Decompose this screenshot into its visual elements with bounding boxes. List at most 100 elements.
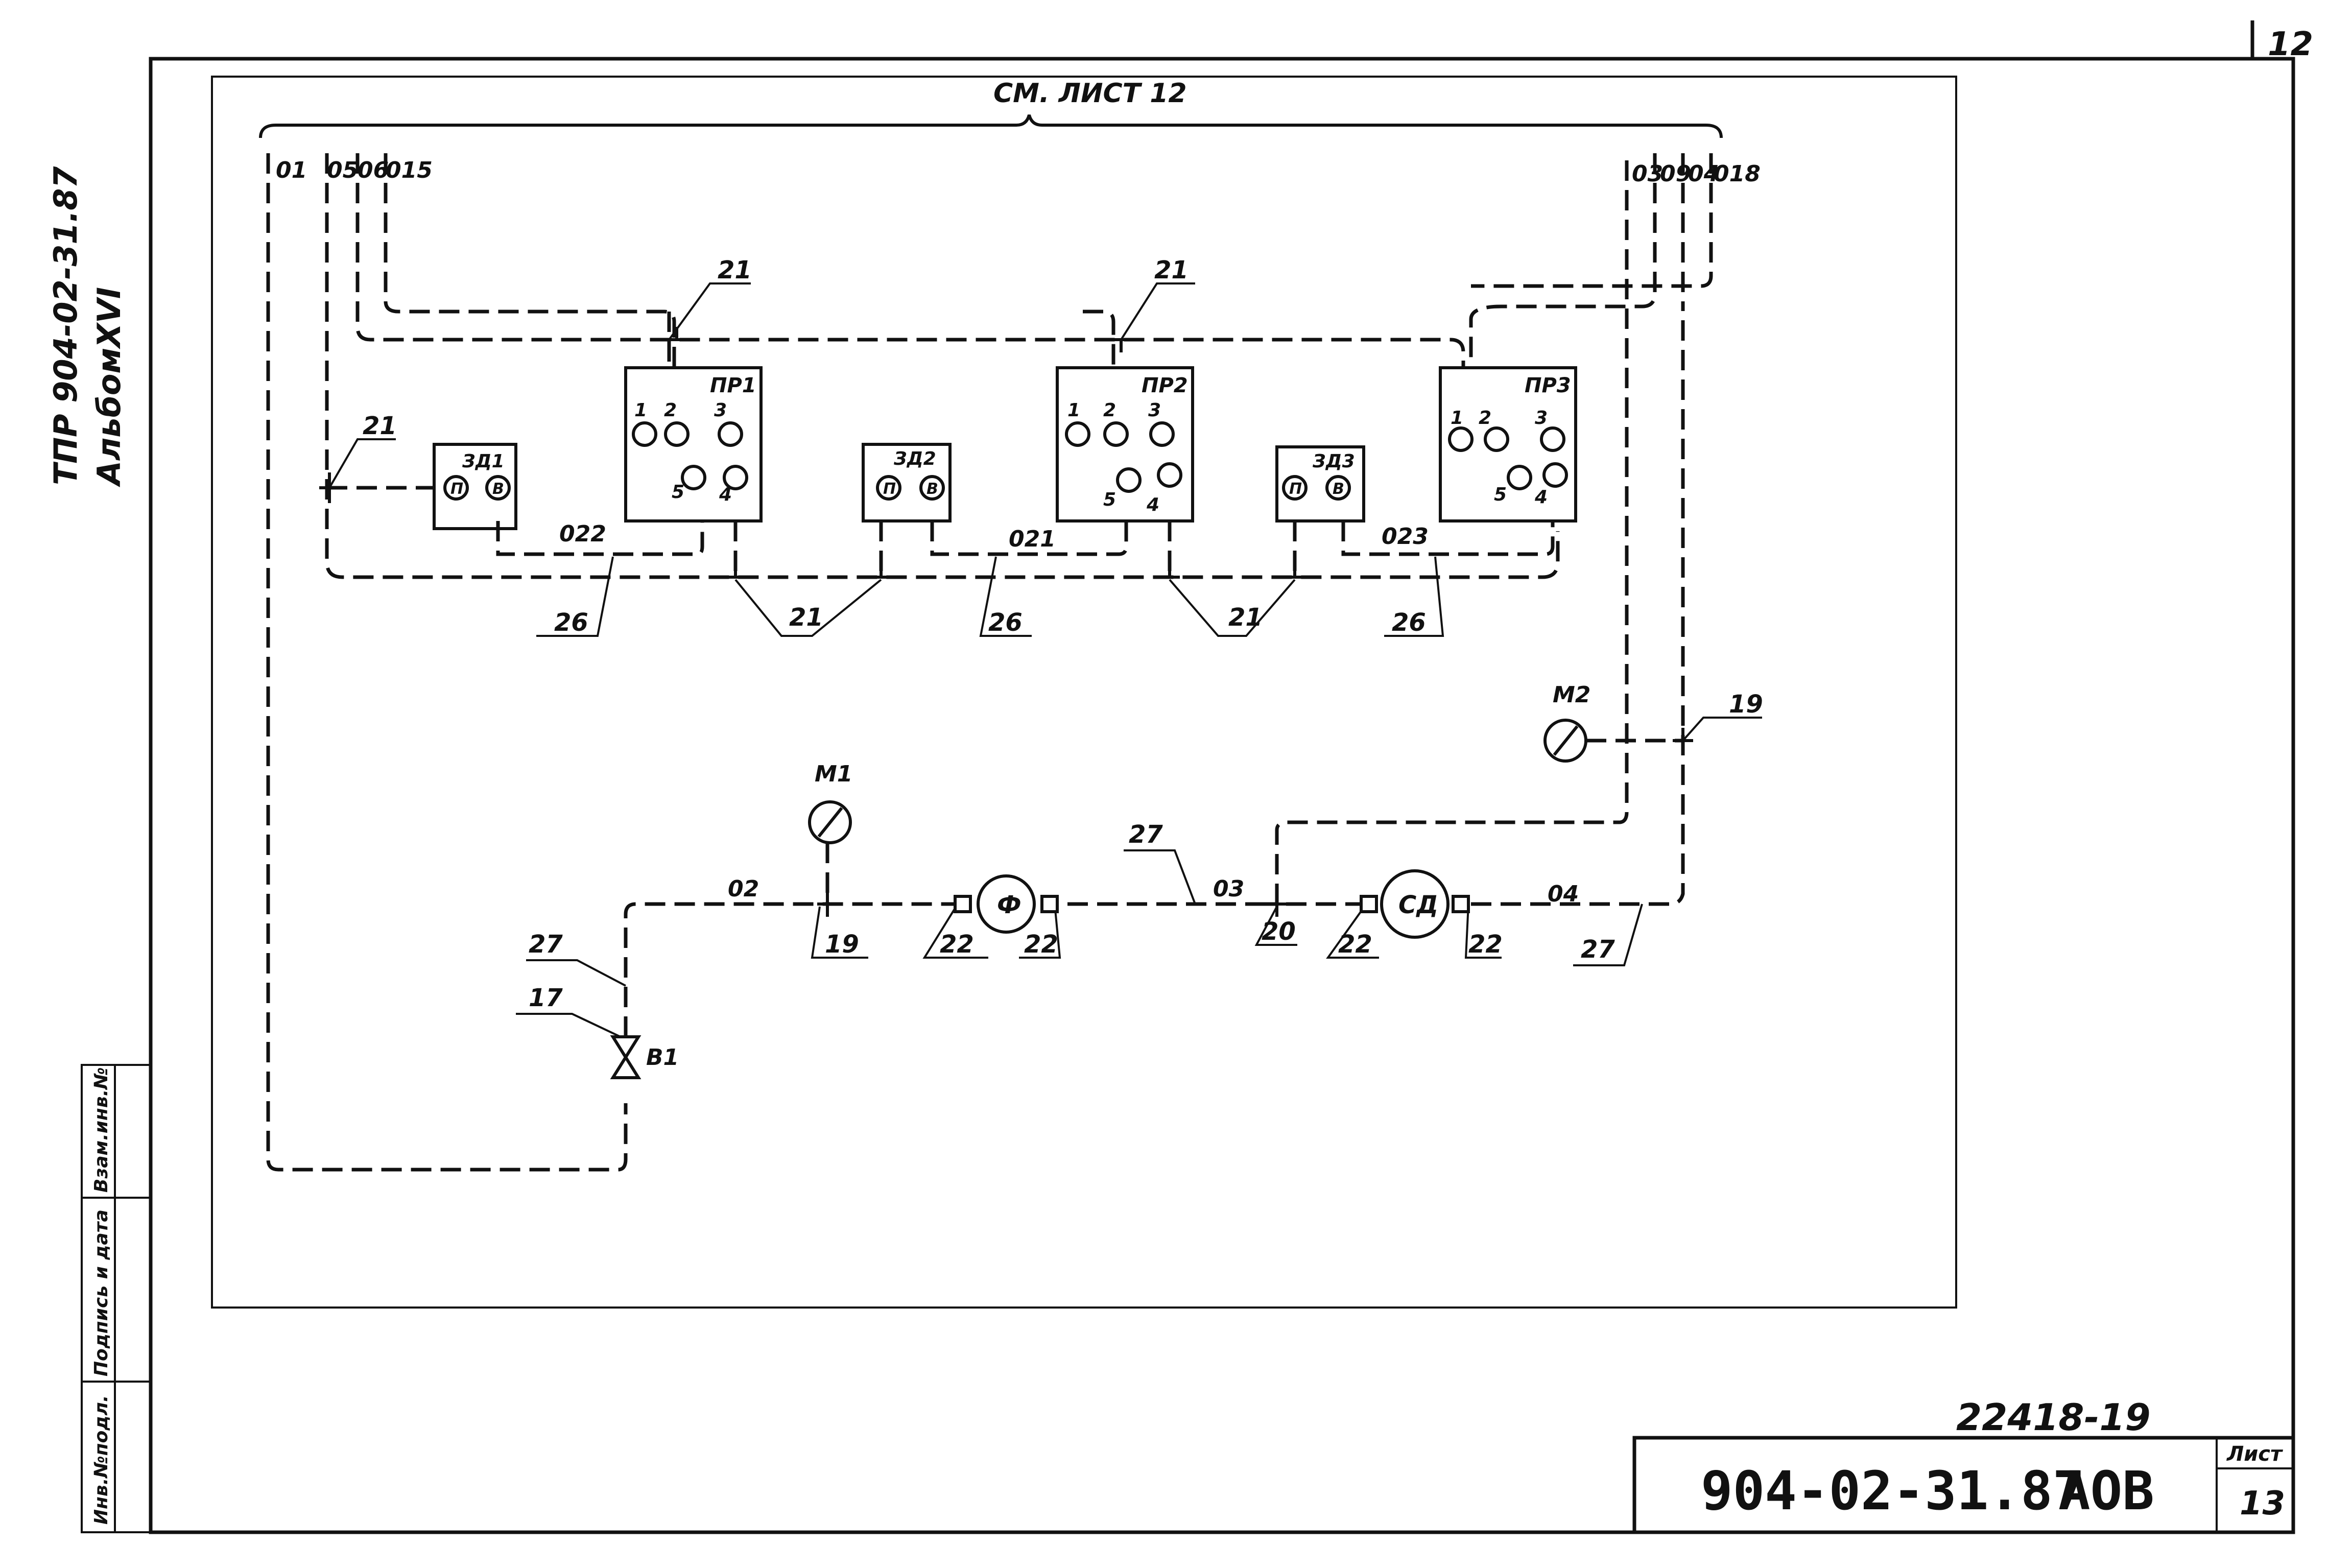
zd1-port-v-label: В	[492, 480, 504, 498]
branch-021	[930, 521, 1128, 556]
sd-body	[1380, 869, 1450, 939]
pr2-port-4-label: 4	[1146, 494, 1159, 515]
zd3-port-p-label: П	[1289, 480, 1302, 498]
zd1-label: ЗД1	[462, 451, 505, 472]
zd2-port-p	[876, 475, 901, 501]
line-label-03: 03	[1632, 161, 1663, 187]
zd3-unit: ЗД3 П В	[1275, 445, 1365, 522]
leader-22	[1464, 904, 1502, 959]
line-label-05: 05	[327, 157, 358, 183]
callout-19: 19	[825, 930, 859, 959]
pipe-02	[624, 902, 960, 1037]
sheet-number: 13	[2240, 1485, 2285, 1523]
pr3-port-5	[1507, 465, 1532, 490]
zd3-label: ЗД3	[1312, 451, 1355, 472]
pipe-05-header	[325, 153, 1560, 579]
callout-22: 22	[940, 930, 974, 959]
inner-frame	[211, 76, 1957, 1309]
pr3-port-3	[1540, 426, 1565, 452]
line-label-06: 06	[358, 157, 389, 183]
line-label-02: 02	[728, 876, 759, 902]
pr3-port-1-label: 1	[1451, 408, 1463, 429]
pr1-port-3-label: 3	[714, 400, 727, 421]
line-label-04: 04	[1548, 881, 1579, 907]
line-label-03: 03	[1213, 876, 1244, 902]
pr2-port-5-label: 5	[1103, 489, 1116, 510]
sd-label: СД	[1398, 891, 1438, 919]
gauge-m1: М1	[808, 761, 852, 844]
leader-22	[922, 903, 988, 959]
leader-21	[1169, 579, 1296, 637]
zd3-box	[1275, 445, 1365, 522]
callout-26: 26	[1392, 608, 1426, 637]
leader-26	[1384, 556, 1444, 637]
title-block: 22418-19 904-02-31.87 АОВ Лист 13	[1632, 1396, 2295, 1534]
pipe-01	[266, 153, 628, 1172]
tee-marker	[817, 891, 838, 917]
pr2-label: ПР2	[1142, 374, 1188, 397]
filter-outlet-fitting	[1040, 895, 1059, 913]
callout-21: 21	[789, 603, 823, 632]
sd-inlet-fitting	[1360, 895, 1378, 913]
zd1-port-p-label: П	[450, 480, 463, 498]
pr1-port-3	[718, 421, 743, 447]
pr1-port-2	[664, 421, 690, 447]
zd2-port-v	[919, 475, 945, 501]
zd1-port-v	[485, 475, 511, 501]
callout-21: 21	[1228, 603, 1263, 632]
line-label-04: 04	[1688, 161, 1719, 187]
stamp-label-inv: Инв.№подл.	[91, 1395, 112, 1525]
pr2-port-2-label: 2	[1103, 400, 1116, 421]
leader-21	[668, 282, 751, 341]
leader-19	[1682, 717, 1762, 742]
callout-27: 27	[1581, 935, 1615, 964]
pr1-unit: ПР1 1 2 3 5 4	[624, 366, 763, 522]
zd2-port-p-label: П	[883, 480, 896, 498]
sheet-caption: Лист	[2226, 1442, 2284, 1466]
stamp-label-sign: Подпись и дата	[91, 1209, 112, 1376]
reference-note: СМ. ЛИСТ 12	[993, 78, 1187, 109]
pr3-unit: ПР3 1 2 3 5 4	[1439, 366, 1577, 522]
left-stamp-strip: Инв.№подл. Подпись и дата Взам.инв.№	[81, 1064, 152, 1533]
pr3-port-1	[1448, 426, 1474, 452]
leader-21	[734, 579, 882, 637]
line-label-018: 018	[1714, 161, 1761, 187]
callout-21: 21	[363, 412, 397, 440]
pr1-port-2-label: 2	[664, 400, 677, 421]
pr2-port-2	[1103, 421, 1129, 447]
line-label-09: 09	[1660, 161, 1691, 187]
pipe-018	[1471, 153, 1713, 288]
tee-marker	[1159, 564, 1180, 579]
pr2-port-3-label: 3	[1148, 400, 1161, 421]
leader-27	[1124, 849, 1196, 905]
branch-pr2-1	[1083, 310, 1115, 368]
line-label-01: 01	[276, 157, 307, 183]
pr1-port-5-label: 5	[672, 482, 684, 503]
pipe-09	[1469, 153, 1657, 368]
pr2-unit: ПР2 1 2 3 5 4	[1056, 366, 1194, 522]
callout-21: 21	[718, 256, 752, 284]
pr3-port-5-label: 5	[1494, 484, 1507, 505]
pr3-port-2	[1484, 426, 1509, 452]
pr2-port-5	[1116, 467, 1142, 493]
side-album: АльбомXVI	[90, 287, 128, 488]
filter-f: Ф	[954, 874, 1059, 934]
pr1-label: ПР1	[710, 374, 756, 397]
pipe-06-header	[355, 153, 1465, 368]
filter-label: Ф	[997, 891, 1021, 919]
line-label-015: 015	[386, 157, 433, 183]
archive-number: 22418-19	[1956, 1396, 2151, 1439]
pr3-label: ПР3	[1525, 374, 1571, 397]
leader-21	[328, 438, 396, 489]
pr1-port-5	[681, 465, 706, 490]
gauge-m2-label: М2	[1553, 682, 1590, 708]
callout-26: 26	[554, 608, 588, 637]
leader-19	[811, 906, 868, 959]
pr3-port-4-label: 4	[1534, 487, 1548, 508]
gauge-m1-needle	[817, 807, 843, 838]
line-label-023: 023	[1382, 524, 1429, 550]
leader-27	[526, 959, 626, 987]
pr3-port-3-label: 3	[1535, 408, 1548, 429]
gauge-m1-label: М1	[815, 761, 852, 787]
